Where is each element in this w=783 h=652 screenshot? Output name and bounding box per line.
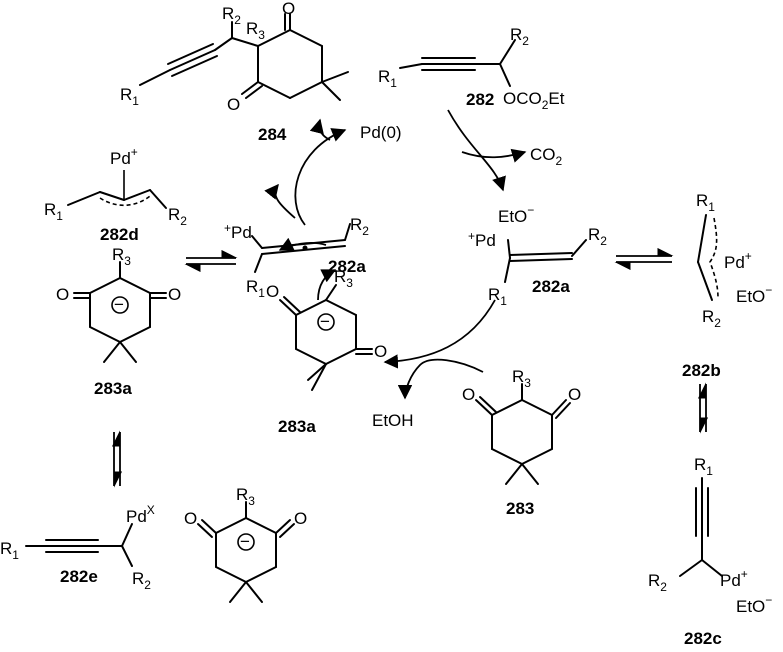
r1-label: R1 xyxy=(488,285,507,308)
compound-283a-centre: − R3 O O 283a xyxy=(266,267,387,436)
r1-label: R1 xyxy=(694,455,713,478)
compound-label-282a: 282a xyxy=(532,277,570,296)
charge-sign: − xyxy=(320,312,330,331)
oxygen-label: O xyxy=(227,95,240,114)
r3-label: R3 xyxy=(334,267,353,290)
compound-282a-centre: +Pd R2 R1 282a xyxy=(224,215,369,300)
compound-label-282a: 282a xyxy=(328,257,366,276)
compound-282e: R1 PdX R2 282e xyxy=(0,503,155,592)
oxygen-label: O xyxy=(462,385,475,404)
oxygen-label: O xyxy=(568,385,581,404)
r1-label: R1 xyxy=(378,67,397,90)
oxygen-label: O xyxy=(294,509,307,528)
pd-label: +Pd xyxy=(224,221,252,242)
r1-label: R1 xyxy=(120,85,139,108)
etoh-label: EtOH xyxy=(372,411,414,430)
compound-282d: Pd+ R1 R2 282d xyxy=(44,145,187,244)
compound-282: R1 R2 OCO2Et 282 xyxy=(378,25,565,112)
ethoxide-label: EtO− xyxy=(498,203,534,226)
compound-label-282b: 282b xyxy=(682,361,721,380)
oxygen-label: O xyxy=(282,0,295,18)
compound-label-283a: 283a xyxy=(278,417,316,436)
r2-label: R2 xyxy=(648,571,667,594)
oxygen-label: O xyxy=(168,285,181,304)
compound-283a-bottom: − R3 O O xyxy=(184,485,307,603)
compound-284: R1 R2 R3 O O 284 xyxy=(120,0,349,144)
r2-label: R2 xyxy=(132,569,151,592)
compound-label-282c: 282c xyxy=(684,629,722,648)
r3-label: R3 xyxy=(112,245,131,268)
r1-label: R1 xyxy=(0,539,19,562)
r1-label: R1 xyxy=(696,191,715,214)
oxygen-label: O xyxy=(184,509,197,528)
r1-label: R1 xyxy=(246,277,265,300)
r2-label: R2 xyxy=(588,225,607,248)
carbonate-label: OCO2Et xyxy=(503,89,565,112)
r3-label: R3 xyxy=(236,485,255,508)
pd-label: Pd+ xyxy=(720,567,748,590)
r2-label: R2 xyxy=(702,307,721,330)
compound-282a-right: EtO− +Pd R2 R1 282a xyxy=(468,203,607,308)
compound-282c: R1 R2 Pd+ EtO− 282c xyxy=(648,455,772,648)
compound-label-283: 283 xyxy=(506,499,534,518)
pd-label: PdX xyxy=(126,503,155,526)
r1-label: R1 xyxy=(44,200,63,223)
r2-label: R2 xyxy=(222,4,241,27)
pd-label: +Pd xyxy=(468,229,496,250)
compound-label-282d: 282d xyxy=(100,225,139,244)
pd0-label: Pd(0) xyxy=(360,123,402,142)
compound-label-282: 282 xyxy=(466,90,494,109)
compound-label-282e: 282e xyxy=(60,567,98,586)
r2-label: R2 xyxy=(350,215,369,238)
r2-label: R2 xyxy=(168,205,187,228)
oxygen-label: O xyxy=(374,342,387,361)
ethoxide-label: EtO− xyxy=(736,283,772,306)
compound-label-284: 284 xyxy=(258,125,287,144)
oxygen-label: O xyxy=(56,285,69,304)
ethoxide-label: EtO− xyxy=(736,593,772,616)
compound-label-283a: 283a xyxy=(94,379,132,398)
cycle-arrows xyxy=(264,109,527,400)
pd-label: Pd+ xyxy=(724,249,752,272)
compound-282b: R1 Pd+ EtO− R2 282b xyxy=(682,191,772,380)
charge-sign: − xyxy=(240,532,250,551)
r2-label: R2 xyxy=(510,25,529,48)
charge-sign: − xyxy=(114,295,124,314)
pd-label: Pd+ xyxy=(110,145,138,168)
r3-label: R3 xyxy=(246,19,265,42)
co2-label: CO2 xyxy=(530,145,563,168)
r3-label: R3 xyxy=(512,367,531,390)
compound-283a-left: − R3 O O 283a xyxy=(56,245,181,398)
oxygen-label: O xyxy=(266,282,279,301)
compound-283: R3 O O 283 xyxy=(462,367,581,518)
